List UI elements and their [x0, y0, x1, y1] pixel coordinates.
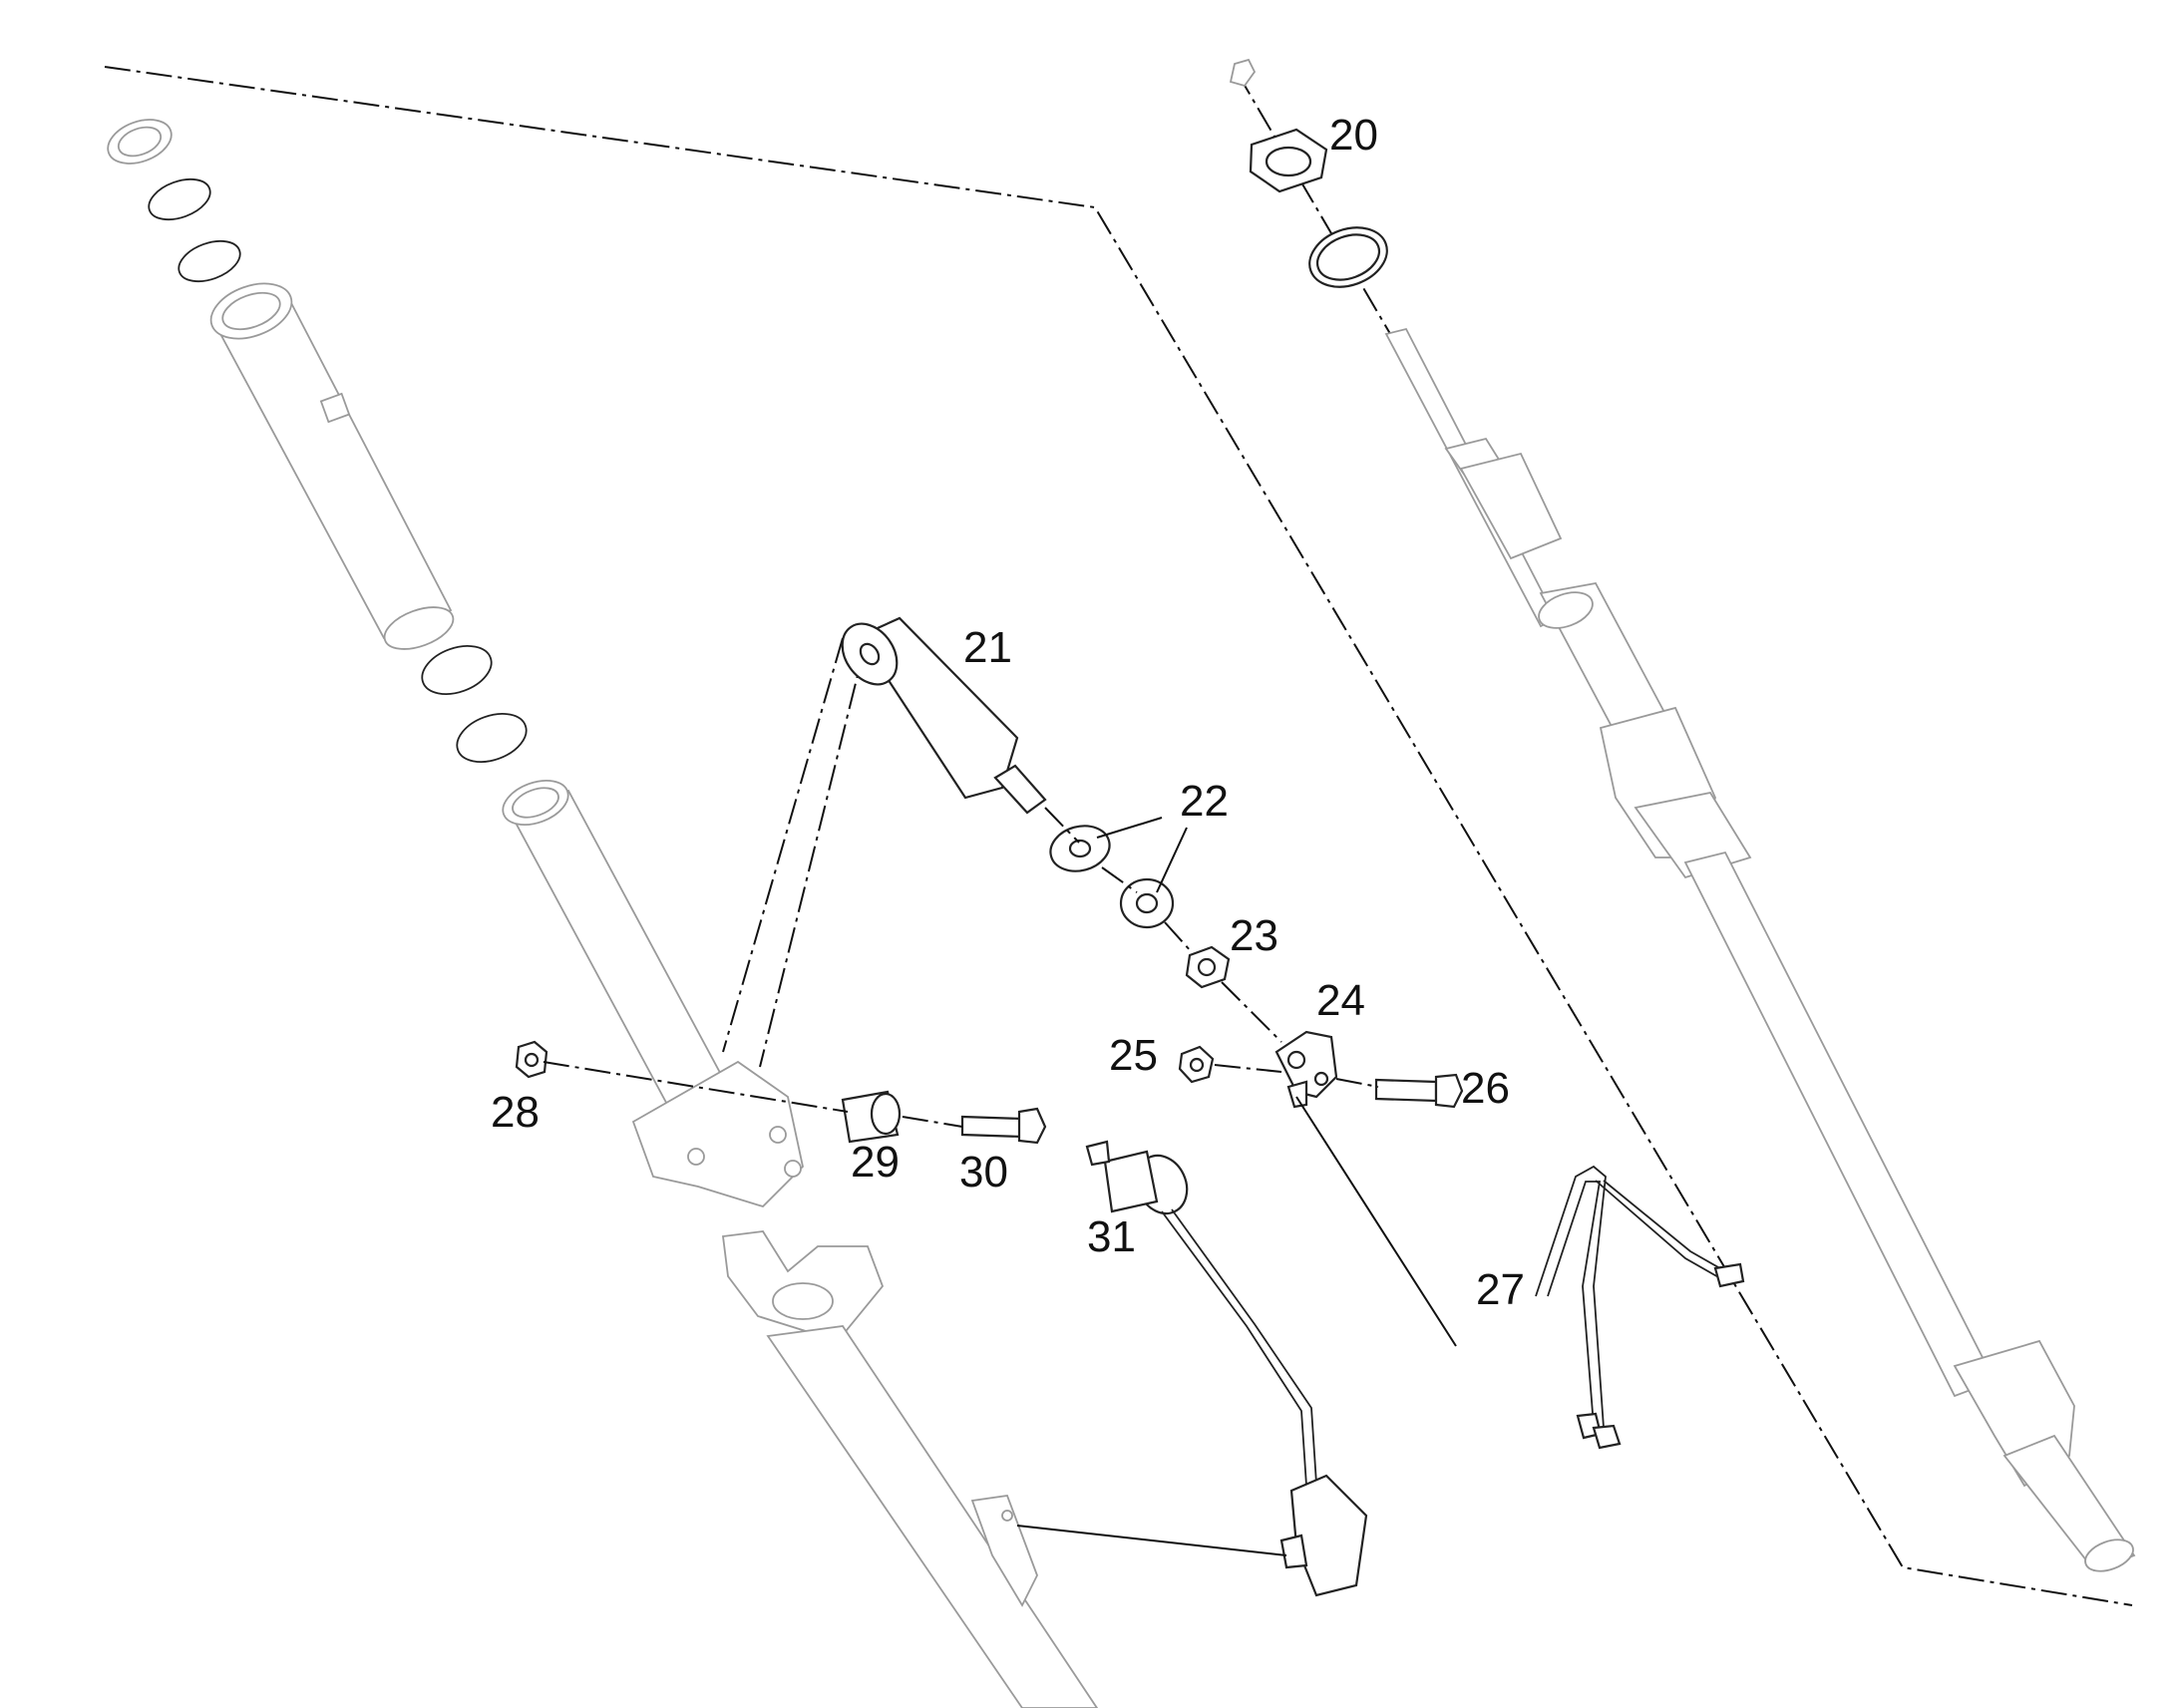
callout-27: 27 [1476, 1265, 1525, 1314]
callout-22: 22 [1180, 777, 1229, 826]
callout-31: 31 [1087, 1212, 1136, 1261]
part-26-bolt [1374, 1073, 1464, 1109]
callout-23: 23 [1230, 911, 1278, 960]
callout-leaders [1096, 817, 1188, 893]
callout-30: 30 [959, 1148, 1008, 1196]
part-30-bolt [960, 1107, 1047, 1145]
callout-28: 28 [491, 1088, 540, 1137]
callout-29: 29 [851, 1138, 900, 1187]
part-29-spacer [841, 1090, 902, 1144]
part-28-nut [515, 1040, 548, 1079]
assembly-boundary [104, 66, 2133, 1606]
callout-labels: 20 21 22 23 24 25 26 27 28 29 30 31 [491, 111, 1525, 1314]
steering-column-ghost [107, 119, 1099, 1708]
connection-lines [543, 807, 1457, 1556]
part-25-nut [1178, 1045, 1215, 1084]
callout-26: 26 [1461, 1064, 1510, 1113]
part-20-nut [1249, 128, 1388, 288]
steering-shaft [1229, 58, 2136, 1572]
part-31-sensor [1085, 1140, 1368, 1597]
callout-24: 24 [1316, 976, 1365, 1025]
part-27-harness [1535, 1165, 1745, 1450]
cylinder-connector-lines [722, 637, 867, 1068]
callout-21: 21 [963, 623, 1012, 672]
part-21-cylinder [841, 616, 1047, 815]
part-24-bracket [1274, 1030, 1338, 1109]
part-22-washers [1049, 825, 1175, 929]
part-23-nut [1185, 945, 1231, 989]
callout-25: 25 [1109, 1031, 1158, 1080]
callout-20: 20 [1329, 111, 1378, 160]
